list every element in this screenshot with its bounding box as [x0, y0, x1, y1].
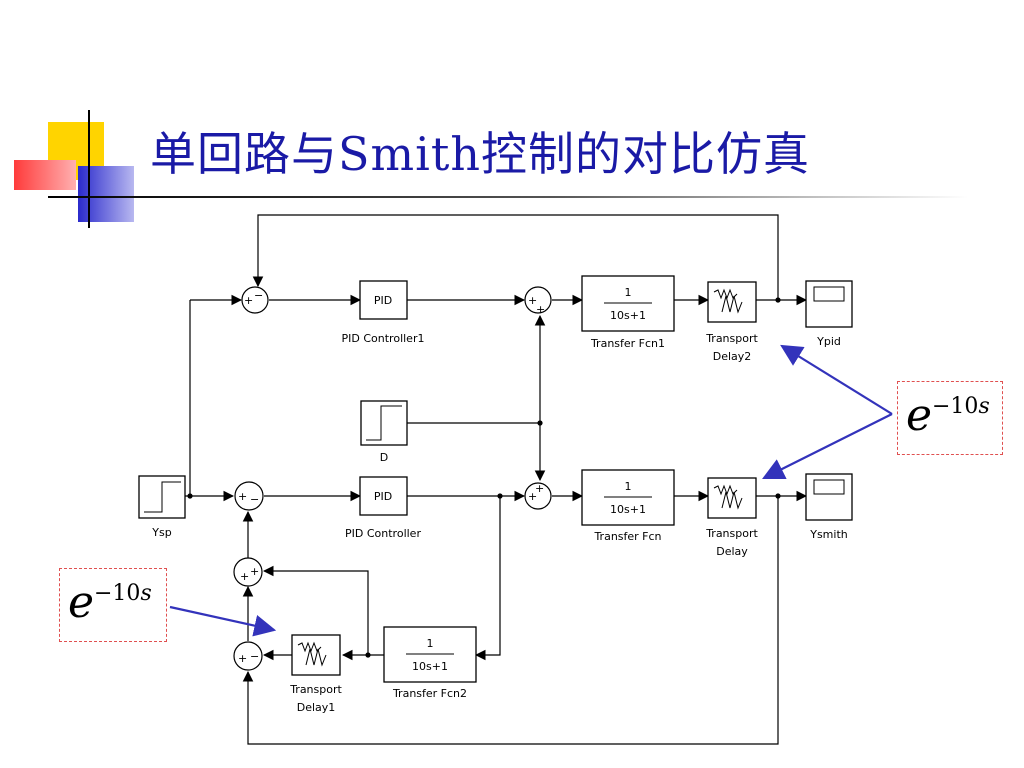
annotation-left-exp: −10s — [94, 581, 152, 606]
annotation-left-exp-num: −10 — [94, 581, 141, 606]
wire-feedback-top — [252, 214, 779, 300]
tf-den: 10s+1 — [610, 503, 646, 516]
ypid-label: Ypid — [816, 335, 841, 348]
tf-num: 1 — [625, 480, 632, 493]
delay-wave-icon — [713, 484, 743, 510]
annotation-delay-left: e −10s — [59, 568, 167, 642]
annotation-right-exp: −10s — [932, 394, 990, 419]
annotation-delay-right: e −10s — [897, 381, 1003, 455]
sum6-sign-a: + — [238, 652, 247, 665]
wire-feedback-bottom — [242, 496, 779, 745]
sum3 — [234, 481, 264, 511]
wire-u-branch — [474, 496, 501, 661]
annotation-left-base: e — [68, 577, 95, 628]
pid-controller-block: PID PID Controller — [345, 476, 421, 540]
sum3-sign-b: − — [250, 493, 259, 506]
ysmith-label: Ysmith — [809, 528, 848, 541]
tf2-num: 1 — [427, 637, 434, 650]
td2-label-2: Delay2 — [713, 350, 752, 363]
tf1-num: 1 — [625, 286, 632, 299]
td1-label-1: Transport — [289, 683, 342, 696]
tf1-label: Transfer Fcn1 — [590, 337, 665, 350]
pid1-label: PID Controller1 — [342, 332, 425, 345]
transport-delay1-block: Transport Delay1 — [289, 634, 342, 714]
step-d-block: D — [360, 400, 408, 464]
delay2-wave-icon — [713, 288, 743, 314]
pid1-text: PID — [374, 294, 392, 307]
d-label: D — [380, 451, 388, 464]
scope-ysmith-screen-icon — [813, 479, 845, 495]
annotation-right-base: e — [906, 390, 933, 441]
sum1-sign-b: − — [254, 289, 263, 302]
step-ysp-block: Ysp — [138, 475, 186, 539]
sum2-sign-a: + — [528, 294, 537, 307]
transfer-fcn1-block: 1 10s+1 Transfer Fcn1 — [581, 275, 675, 350]
ysp-label: Ysp — [151, 526, 171, 539]
sum2-sign-b: + — [536, 303, 545, 316]
sum4-sign-a: + — [528, 490, 537, 503]
junction-ysp — [187, 493, 193, 499]
transport-delay-block: Transport Delay — [705, 477, 758, 558]
deco-vertical-line — [88, 110, 90, 228]
sum3-sign-a: + — [238, 490, 247, 503]
annotation-left-exp-var: s — [140, 581, 152, 606]
sum1 — [241, 286, 269, 314]
transfer-fcn-block: 1 10s+1 Transfer Fcn — [581, 469, 675, 543]
tf1-den: 10s+1 — [610, 309, 646, 322]
scope-ysmith-block: Ysmith — [805, 473, 853, 541]
td-label-1: Transport — [705, 527, 758, 540]
deco-blue-square — [78, 166, 134, 222]
sum2 — [524, 286, 552, 314]
deco-red-square — [14, 160, 76, 190]
sum5 — [233, 557, 263, 587]
junction-d — [537, 420, 543, 426]
junction-ysmith — [775, 493, 781, 499]
td2-label-1: Transport — [705, 332, 758, 345]
scope-ypid-block: Ypid — [805, 280, 853, 348]
sum5-sign-a: + — [240, 570, 249, 583]
annotation-right-exp-var: s — [978, 394, 990, 419]
junction-tf2 — [365, 652, 371, 658]
sum5-sign-b: + — [250, 565, 259, 578]
scope-ypid-screen-icon — [813, 286, 845, 302]
td1-label-2: Delay1 — [297, 701, 336, 714]
pid-label: PID Controller — [345, 527, 421, 540]
junction-ypid — [775, 297, 781, 303]
tf-label: Transfer Fcn — [593, 530, 661, 543]
transport-delay2-block: Transport Delay2 — [705, 281, 758, 363]
sum4 — [524, 482, 552, 510]
sum6-sign-b: − — [250, 650, 259, 663]
annotation-right-exp-num: −10 — [932, 394, 979, 419]
tf2-label: Transfer Fcn2 — [392, 687, 467, 700]
slide-title: 单回路与Smith控制的对比仿真 — [150, 127, 810, 181]
wire-tf2out-sum5 — [262, 565, 369, 655]
step-ysp-icon — [144, 481, 181, 513]
pid-controller1-block: PID PID Controller1 — [342, 280, 425, 345]
td-label-2: Delay — [716, 545, 748, 558]
delay1-wave-icon — [297, 641, 327, 667]
sum1-sign-a: + — [244, 294, 253, 307]
pid-text: PID — [374, 490, 392, 503]
deco-horizontal-line — [48, 196, 968, 198]
sum4-sign-b: + — [535, 482, 544, 495]
transfer-fcn2-block: 1 10s+1 Transfer Fcn2 — [383, 626, 477, 700]
sum6 — [233, 641, 263, 671]
tf2-den: 10s+1 — [412, 660, 448, 673]
step-d-icon — [366, 405, 402, 441]
junction-u — [497, 493, 503, 499]
annotation-arrow-delay2 — [780, 344, 893, 415]
annotation-arrow-delay1 — [169, 605, 277, 637]
annotation-arrow-delay — [762, 413, 893, 479]
